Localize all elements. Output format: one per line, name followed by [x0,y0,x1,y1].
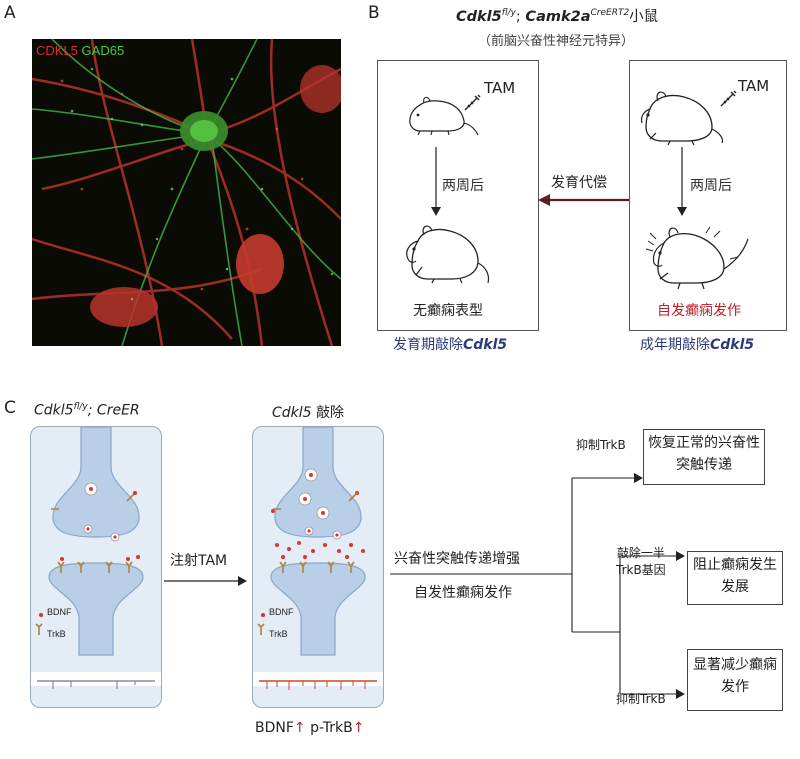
branch2-label-line1: 敲除一半 [616,546,665,560]
syringe-icon [462,91,484,117]
legend-bdnf-left: BDNF [47,607,72,617]
result-left: 无癫痫表型 [413,303,483,319]
legend-trkb-right: TrkB [269,629,288,639]
effect-line-2: 自发性癫痫发作 [414,585,512,601]
mouse-seizure-right [644,221,754,291]
immunofluorescence-image: CDKL5 GAD65 [32,39,341,346]
panel-b-subtitle: （前脑兴奋性神经元特异） [478,34,635,49]
biomarker-summary: BDNF↑ p-TrkB↑ [255,720,364,736]
bdnf-text: BDNF [255,720,294,736]
left-title-rest: ; CreER [87,402,140,419]
title-gene-sup: fl/y [501,8,516,19]
title-suffix: 小鼠 [629,9,659,25]
title-gene: Cdkl5 [456,9,502,25]
inject-label: 注射TAM [170,553,228,569]
ptrkb-text: p-TrkB [305,720,353,736]
panel-label-c: C [4,398,16,418]
title-gene2-sup: CreERT2 [590,8,630,19]
caption-left-gene: Cdkl5 [463,337,508,353]
panel-label-a: A [4,3,16,23]
compensation-label: 发育代偿 [551,175,607,191]
left-title-gene: Cdkl5 [34,402,74,419]
caption-left-prefix: 发育期敲除 [393,337,463,353]
left-title-sup: fl/y [73,402,88,412]
inject-arrow [164,572,248,591]
legend-cdkl5: CDKL5 [36,43,78,58]
title-gene2: Camk2a [525,9,591,25]
result-right: 自发癫痫发作 [657,303,741,319]
synapse-knockout: BDNF TrkB [252,426,384,708]
mouse-icon [640,91,724,145]
caption-left: 发育期敲除Cdkl5 [393,334,507,354]
panel-b-title: Cdkl5fl/y; Camk2aCreERT2小鼠 [456,5,658,26]
mouse-before-left [404,89,480,137]
effect-line-1: 兴奋性突触传递增强 [394,551,520,567]
legend-bdnf-right: BDNF [269,607,294,617]
panel-c-right-title: Cdkl5 敲除 [272,402,344,422]
arrow-down-right [676,147,688,221]
synapse-diagram [253,427,383,690]
developmental-knockout-box: TAM 两周后 无癫痫表型 [377,60,539,331]
right-title-rest: 敲除 [311,405,345,421]
neuron-micrograph [32,39,341,346]
branch3-label: 抑制TrkB [616,692,666,706]
legend-gad65: GAD65 [81,43,125,58]
mouse-before-right [636,85,726,145]
branch2-label-line2: TrkB基因 [616,563,666,577]
arrow-down-left [430,147,442,221]
tam-label-left: TAM [484,79,516,97]
syringe-icon [718,87,740,113]
synapse-wildtype: BDNF TrkB [30,426,162,708]
ptrkb-up-arrow: ↑ [352,720,365,736]
right-title-gene: Cdkl5 [272,405,312,421]
caption-right-gene: Cdkl5 [710,337,755,353]
branch1-outcome: 恢复正常的兴奋性突触传递 [643,429,765,485]
mouse-icon [406,225,490,284]
legend-trkb-left: TrkB [47,629,66,639]
caption-right: 成年期敲除Cdkl5 [640,334,754,354]
branch-connectors [390,473,685,699]
synapse-diagram [31,427,161,689]
mouse-icon [409,96,479,136]
panel-label-b: B [368,3,380,23]
time-label-right: 两周后 [690,178,732,194]
time-label-left: 两周后 [442,178,484,194]
mouse-after-left [400,221,492,285]
mouse-icon [645,226,749,290]
bdnf-up-arrow: ↑ [293,720,306,736]
branch2-outcome: 阻止癫痫发生发展 [687,551,783,605]
branch2-label: 敲除一半 TrkB基因 [616,545,666,579]
adult-knockout-box: TAM 两周后 自发癫痫发作 [629,60,787,331]
compensation-arrow [538,190,630,214]
channel-legend: CDKL5 GAD65 [36,43,124,58]
title-sep: ; [515,9,526,25]
caption-right-prefix: 成年期敲除 [640,337,710,353]
panel-c-left-title: Cdkl5fl/y; CreER [34,402,140,419]
branch1-label: 抑制TrkB [576,438,626,452]
tam-label-right: TAM [738,77,770,95]
branch3-outcome: 显著减少癫痫发作 [687,649,783,711]
